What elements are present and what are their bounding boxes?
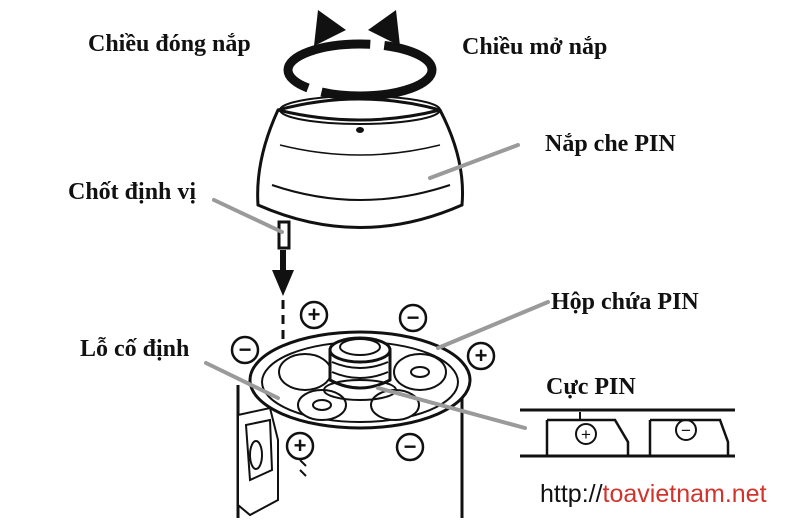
leader-fixing-hole: [204, 361, 280, 400]
leader-locating-pin: [212, 198, 284, 234]
minus-symbol: −: [239, 337, 252, 362]
battery-holder-label: Hộp chứa PIN: [551, 289, 699, 315]
close-direction-label: Chiều đóng nắp: [88, 31, 251, 57]
fixing-hole-label: Lỗ cố định: [80, 336, 190, 362]
watermark-prefix: http://: [540, 480, 603, 508]
leader-battery-holder: [436, 300, 550, 350]
battery-holder-shape: [236, 330, 472, 518]
battery-terminal-label: Cực PIN: [546, 374, 636, 400]
locating-pin-label: Chốt định vị: [68, 179, 197, 205]
minus-symbol: −: [407, 305, 420, 330]
terminal-minus-symbol: −: [681, 421, 691, 440]
battery-cover-label: Nắp che PIN: [545, 131, 676, 157]
leader-battery-terminal: [376, 386, 527, 430]
battery-terminal-detail: [520, 408, 735, 458]
minus-symbol: −: [404, 434, 417, 459]
leader-battery-cover: [428, 143, 520, 180]
battery-cover-shape: [256, 95, 464, 229]
watermark-site: toavietnam.net: [602, 480, 767, 508]
plus-symbol: +: [308, 302, 321, 327]
plus-symbol: +: [294, 433, 307, 458]
open-direction-label: Chiều mở nắp: [462, 34, 608, 60]
locating-pin-shape: [277, 220, 291, 250]
terminal-plus-symbol: +: [581, 425, 591, 444]
rotation-arrows: [283, 10, 437, 101]
watermark: http://toavietnam.net: [540, 482, 767, 507]
plus-symbol: +: [475, 343, 488, 368]
polarity-symbols: [230, 300, 496, 462]
close-arrow-head: [314, 10, 346, 46]
leader-lines: [204, 143, 550, 430]
open-arrow-head: [368, 10, 400, 46]
